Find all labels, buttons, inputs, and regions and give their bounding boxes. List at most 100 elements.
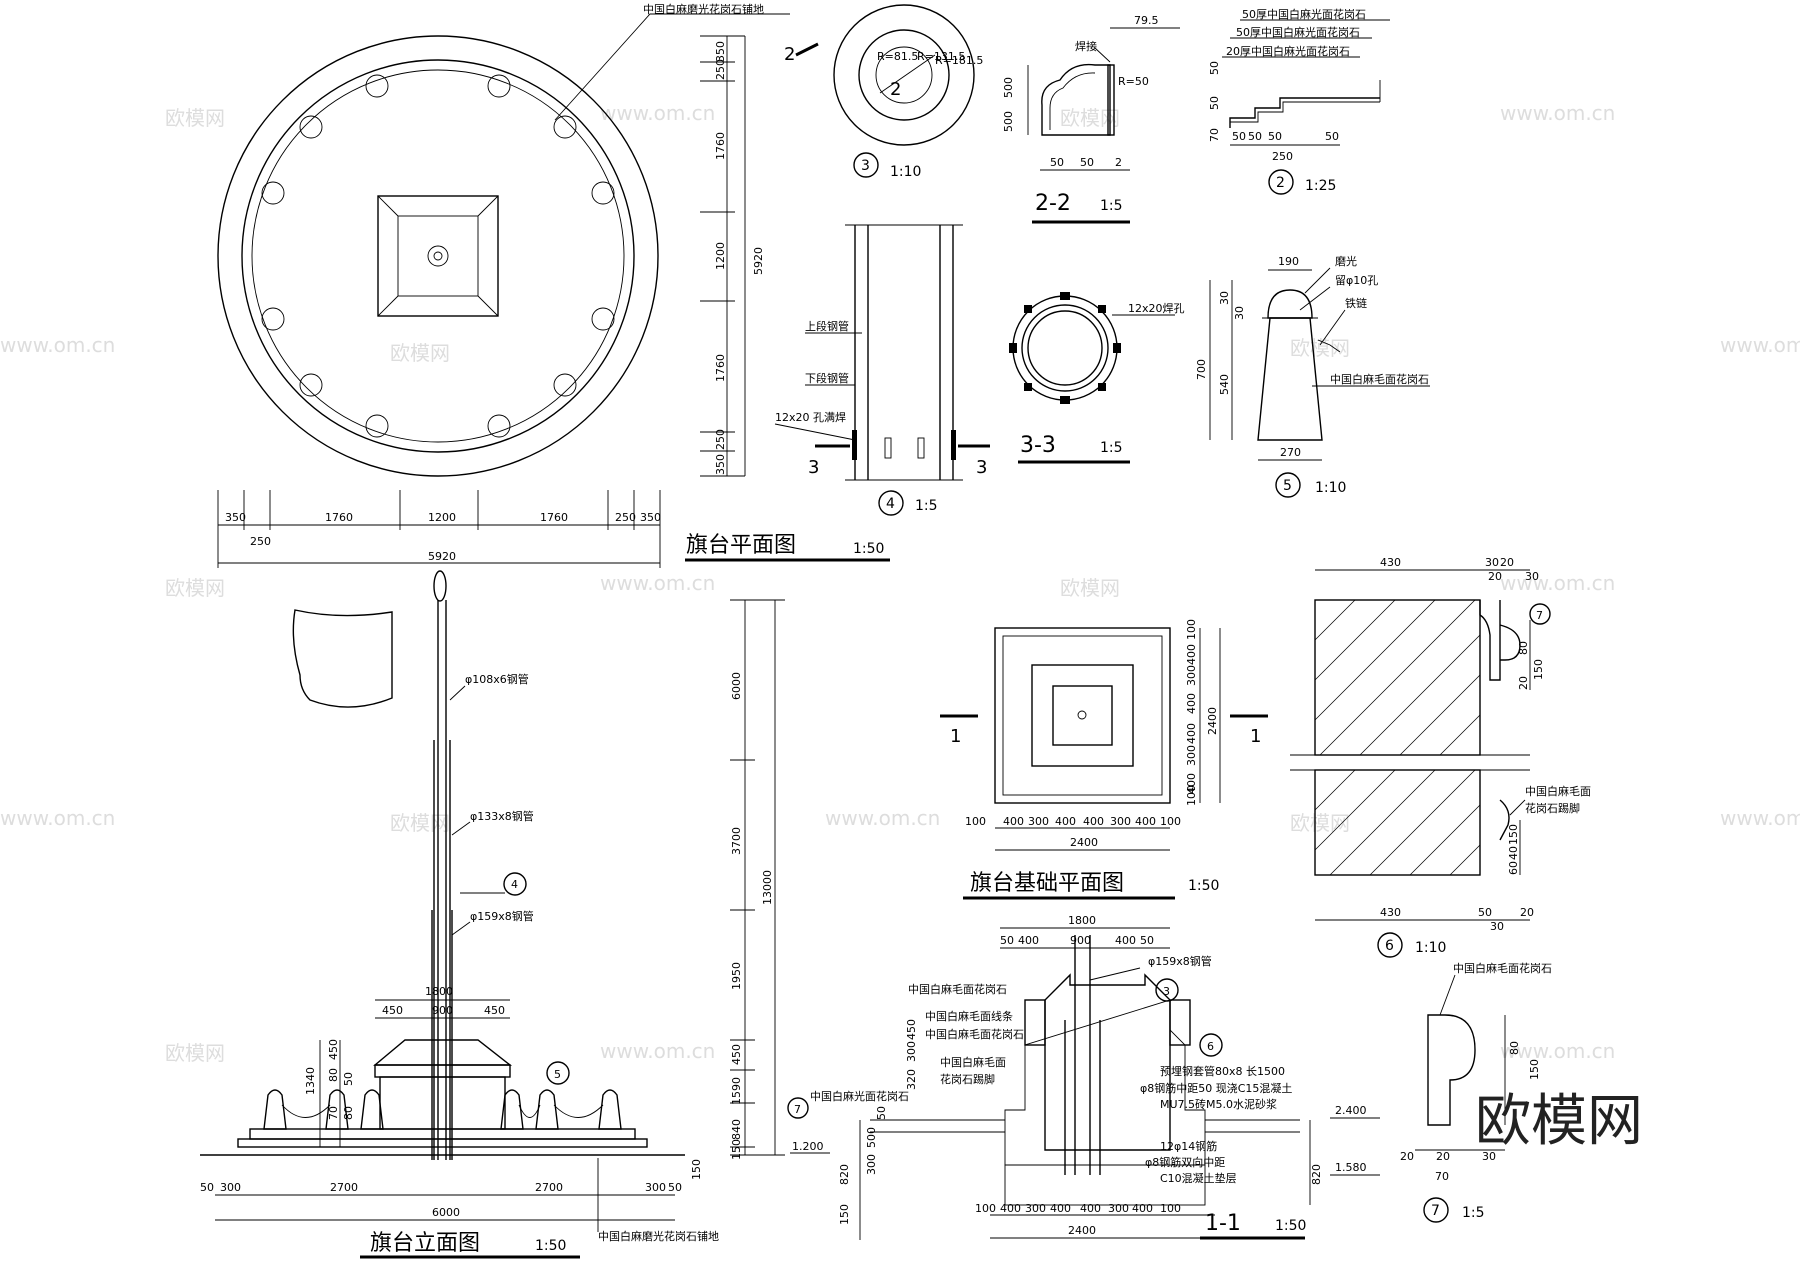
dim-text: 430: [1380, 556, 1401, 569]
flag-shape: [292, 609, 393, 708]
dim-text: 20: [1500, 556, 1514, 569]
material-label: 中国白麻毛面: [940, 1055, 1006, 1069]
foundation-title: 旗台基础平面图: [970, 871, 1124, 896]
detail-number: 3: [861, 158, 870, 174]
detail-3: R=131.5 R=81.5 R=181.5 2 2 3 1:10: [784, 4, 983, 180]
dim-text: 50: [1478, 906, 1492, 919]
dim-text: 1590: [730, 1077, 743, 1105]
plan-scale: 1:50: [853, 541, 884, 557]
material-label: φ8钢筋中距50 现浇C15混凝土: [1140, 1081, 1292, 1095]
detail-number: 2: [1276, 175, 1285, 191]
section-marker: 2: [890, 79, 901, 100]
dim-text: 50: [875, 1106, 888, 1120]
section-scale: 1:50: [1275, 1218, 1306, 1234]
pipe-label: φ108x6钢管: [465, 672, 529, 686]
section-scale: 1:5: [1100, 440, 1123, 456]
material-label: 花岗石踢脚: [1525, 801, 1580, 815]
dim-text: 50: [1050, 156, 1064, 169]
weld-label: 12x20 孔满焊: [775, 410, 846, 424]
dim-text: 500: [865, 1127, 878, 1148]
dim-text: 400: [1003, 815, 1024, 828]
dim-text: 2: [1115, 156, 1122, 169]
dim-text: 20: [1400, 1150, 1414, 1163]
step-label: 50厚中国白麻光面花岗石: [1236, 25, 1360, 39]
watermark: www.om.cn: [1500, 571, 1615, 595]
dim-text: 150: [730, 1139, 743, 1160]
dim-text: 20: [1520, 906, 1534, 919]
dim-text: 1760: [714, 132, 727, 160]
dim-text: 350: [225, 511, 246, 524]
detail-number: 6: [1207, 1040, 1214, 1053]
dim-text: 820: [1310, 1164, 1323, 1185]
dim-text: 80: [1517, 641, 1530, 655]
watermark: www.om.cn: [1500, 1039, 1615, 1063]
level-mark: 1.200: [792, 1140, 824, 1153]
material-label: 中国白麻毛面花岗石: [908, 982, 1007, 996]
dim-text: 5920: [428, 550, 456, 563]
plan-title: 旗台平面图: [686, 533, 796, 558]
pipe-label: 上段钢管: [805, 319, 849, 333]
watermark-cn: 欧模网: [1290, 336, 1350, 360]
detail-2: 50厚中国白麻光面花岗石 50厚中国白麻光面花岗石 20厚中国白麻光面花岗石 5…: [1208, 7, 1390, 195]
dim-text: 150: [1532, 659, 1545, 680]
dim-text: 500: [1002, 111, 1015, 132]
dim-text: 400: [1050, 1202, 1071, 1215]
dim-text: 50: [200, 1181, 214, 1194]
dim-text: 80: [1508, 1041, 1521, 1055]
dim-text: 300: [1108, 1202, 1129, 1215]
dim-text: 50: [1208, 96, 1221, 110]
dim-text: 300: [1025, 1202, 1046, 1215]
dim-text: 2400: [1070, 836, 1098, 849]
dim-text: 450: [730, 1044, 743, 1065]
dim-text: 3700: [730, 827, 743, 855]
dim-text: 1340: [304, 1067, 317, 1095]
dim-text: 400: [1185, 693, 1198, 714]
bollard-label: 铁链: [1345, 296, 1367, 310]
dim-text: 6000: [730, 672, 743, 700]
section-1-1: 1800 50 400 900 400 50 中国白麻毛面花岗石 中国白麻毛面线…: [787, 914, 1380, 1240]
dim-text: 100: [975, 1202, 996, 1215]
pipe-label: φ159x8钢管: [470, 909, 534, 923]
detail-scale: 1:5: [915, 498, 938, 514]
watermark-cn: 欧模网: [390, 341, 450, 365]
watermark-cn: 欧模网: [165, 1041, 225, 1065]
dim-text: 1760: [540, 511, 568, 524]
dim-text: 450: [327, 1039, 340, 1060]
dim-text: 1200: [428, 511, 456, 524]
dim-text: 30: [1482, 1150, 1496, 1163]
dim-text: 400: [1135, 815, 1156, 828]
watermark: www.om.cn: [600, 1039, 715, 1063]
detail-number: 7: [1536, 609, 1543, 622]
dim-text: 300: [865, 1154, 878, 1175]
elevation-title: 旗台立面图: [370, 1231, 480, 1256]
pipe-label: φ159x8钢管: [1148, 954, 1212, 968]
detail-number: 4: [511, 878, 518, 891]
watermark-cn: 欧模网: [1060, 106, 1120, 130]
material-label: C10混凝土垫层: [1160, 1171, 1237, 1185]
dim-text: 50: [1000, 934, 1014, 947]
dim-text: 60: [1507, 861, 1520, 875]
material-label: φ8钢筋双向中距: [1145, 1155, 1225, 1169]
dim-text: 13000: [761, 870, 774, 905]
step-label: 20厚中国白麻光面花岗石: [1226, 44, 1350, 58]
pipe-label: φ133x8钢管: [470, 809, 534, 823]
dim-text: 190: [1278, 255, 1299, 268]
dim-text: 450: [484, 1004, 505, 1017]
radius-label: R=181.5: [935, 54, 983, 67]
dim-text: 30: [1233, 306, 1246, 320]
dim-text: 30: [1218, 291, 1231, 305]
dim-text: 350: [714, 41, 727, 62]
dim-text: 1200: [714, 242, 727, 270]
dim-text: 50: [1268, 130, 1282, 143]
dim-text: 20: [1488, 570, 1502, 583]
dim-text: 450: [382, 1004, 403, 1017]
dim-text: 150: [838, 1204, 851, 1225]
plan-ring: [241, 59, 635, 453]
dim-text: 50: [1208, 61, 1221, 75]
dim-text: 2400: [1068, 1224, 1096, 1237]
watermark: www.om.cn: [0, 333, 115, 357]
bollard-circles: [261, 74, 615, 438]
watermark: www.om.cn: [0, 806, 115, 830]
dim-text: 20: [1436, 1150, 1450, 1163]
dim-text: 300: [1028, 815, 1049, 828]
